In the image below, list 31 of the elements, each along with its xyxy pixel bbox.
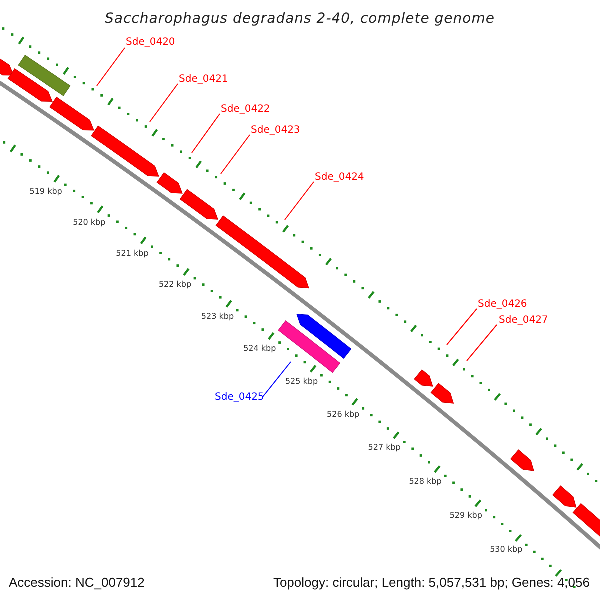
scale-label: 530 kbp (490, 545, 523, 554)
gene-label: Sde_0422 (221, 104, 270, 116)
accession-text: Accession: NC_007912 (9, 575, 145, 590)
gene-label: Sde_0423 (251, 125, 300, 137)
leader-line (284, 182, 314, 220)
gene-label: Sde_0421 (179, 74, 228, 86)
scale-label: 527 kbp (368, 442, 401, 452)
leader-line (192, 114, 220, 154)
leader-line (96, 48, 126, 86)
scale-label: 519 kbp (30, 187, 62, 196)
gene-label: Sde_0424 (315, 172, 364, 184)
gene-label: Sde_0427 (499, 315, 548, 327)
gene-label: Sde_0425 (215, 392, 264, 404)
scale-label: 529 kbp (450, 510, 482, 520)
leader-line (446, 308, 478, 346)
genome-summary-text: Topology: circular; Length: 5,057,531 bp; Genes: 4,056 (273, 575, 590, 590)
scale-label: 528 kbp (409, 476, 442, 486)
gene-label: Sde_0426 (478, 299, 528, 311)
leader-line (262, 362, 292, 398)
scale-label: 520 kbp (73, 218, 106, 227)
gene-label: Sde_0420 (126, 37, 176, 49)
scale-label: 524 kbp (244, 344, 276, 353)
leader-line (150, 84, 178, 122)
scale-label: 522 kbp (158, 280, 192, 289)
diagram-title: Saccharophagus degradans 2-40, complete genome (104, 11, 496, 27)
scale-label: 526 kbp (327, 410, 360, 418)
leader-line (466, 324, 498, 362)
leader-line (220, 134, 250, 174)
scale-label: 523 kbp (201, 312, 234, 321)
scale-label: 525 kbp (285, 376, 318, 386)
scale-label: 521 kbp (116, 248, 149, 258)
